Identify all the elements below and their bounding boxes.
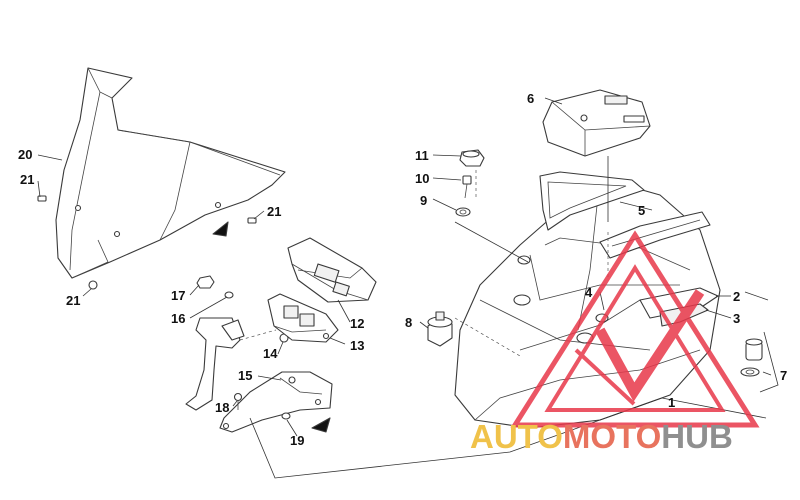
bracket-13: [267, 293, 339, 343]
arrow-indicator-2: [311, 417, 331, 433]
callout-7: 7: [780, 368, 787, 383]
switch-8: [427, 311, 453, 347]
callout-17: 17: [171, 288, 185, 303]
screw-18: [233, 392, 243, 410]
callout-16: 16: [171, 311, 185, 326]
callout-4: 4: [585, 285, 593, 300]
callout-21-right: 21: [267, 204, 281, 219]
watermark-moto: MOTO: [562, 418, 662, 455]
screw-19: [281, 412, 291, 420]
callout-12: 12: [350, 316, 364, 331]
callout-2: 2: [733, 289, 740, 304]
callout-10: 10: [415, 171, 429, 186]
watermark-text: AUTOMOTOHUB: [470, 418, 800, 458]
screw-21-bottom: [88, 280, 98, 290]
callout-21-left: 21: [20, 172, 34, 187]
nut-9: [455, 207, 471, 217]
watermark-auto: AUTO: [470, 418, 563, 455]
callout-13: 13: [350, 338, 364, 353]
gauge-cover-6: [542, 89, 651, 157]
housing-12: [287, 237, 377, 303]
callout-19: 19: [290, 433, 304, 448]
windshield: [55, 67, 286, 279]
nut-17: [196, 275, 215, 289]
screw-21-left: [37, 195, 47, 202]
callout-21-bottom: 21: [66, 293, 80, 308]
callout-15: 15: [238, 368, 252, 383]
callout-18: 18: [215, 400, 229, 415]
callout-9: 9: [420, 193, 427, 208]
callout-14: 14: [263, 346, 278, 361]
callout-1: 1: [668, 395, 675, 410]
callout-3: 3: [733, 311, 740, 326]
washer-16: [224, 291, 234, 299]
callout-5: 5: [638, 203, 645, 218]
watermark-hub: HUB: [661, 418, 733, 455]
callout-6: 6: [527, 91, 534, 106]
callout-labels: 20 21 21 21 17 16 15 18 19 14 13 12 8 11…: [18, 91, 787, 448]
callout-11: 11: [415, 148, 429, 163]
key-10: [462, 175, 472, 199]
bracket-assembly: [185, 317, 333, 433]
callout-8: 8: [405, 315, 412, 330]
screw-21-right: [247, 217, 257, 224]
ignition-cap-11: [459, 149, 485, 167]
callout-20: 20: [18, 147, 32, 162]
arrow-indicator: [212, 221, 229, 237]
socket-7: [740, 338, 763, 377]
watermark-logo: [510, 230, 760, 428]
